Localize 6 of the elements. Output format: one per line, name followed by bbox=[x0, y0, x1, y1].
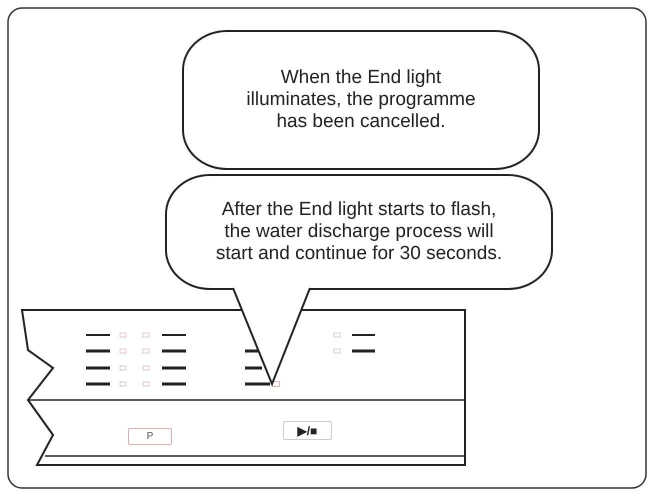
callout-tail bbox=[232, 287, 312, 387]
program-button: P bbox=[128, 428, 172, 445]
start-stop-button: ▶/■ bbox=[283, 421, 332, 440]
callout-text: When the End light illuminates, the programme has been cancelled. bbox=[245, 67, 477, 133]
speech-bubble bbox=[182, 30, 540, 170]
callout-text: After the End light starts to flash, the water discharge process will start and continue for 30 seconds. bbox=[214, 199, 504, 265]
